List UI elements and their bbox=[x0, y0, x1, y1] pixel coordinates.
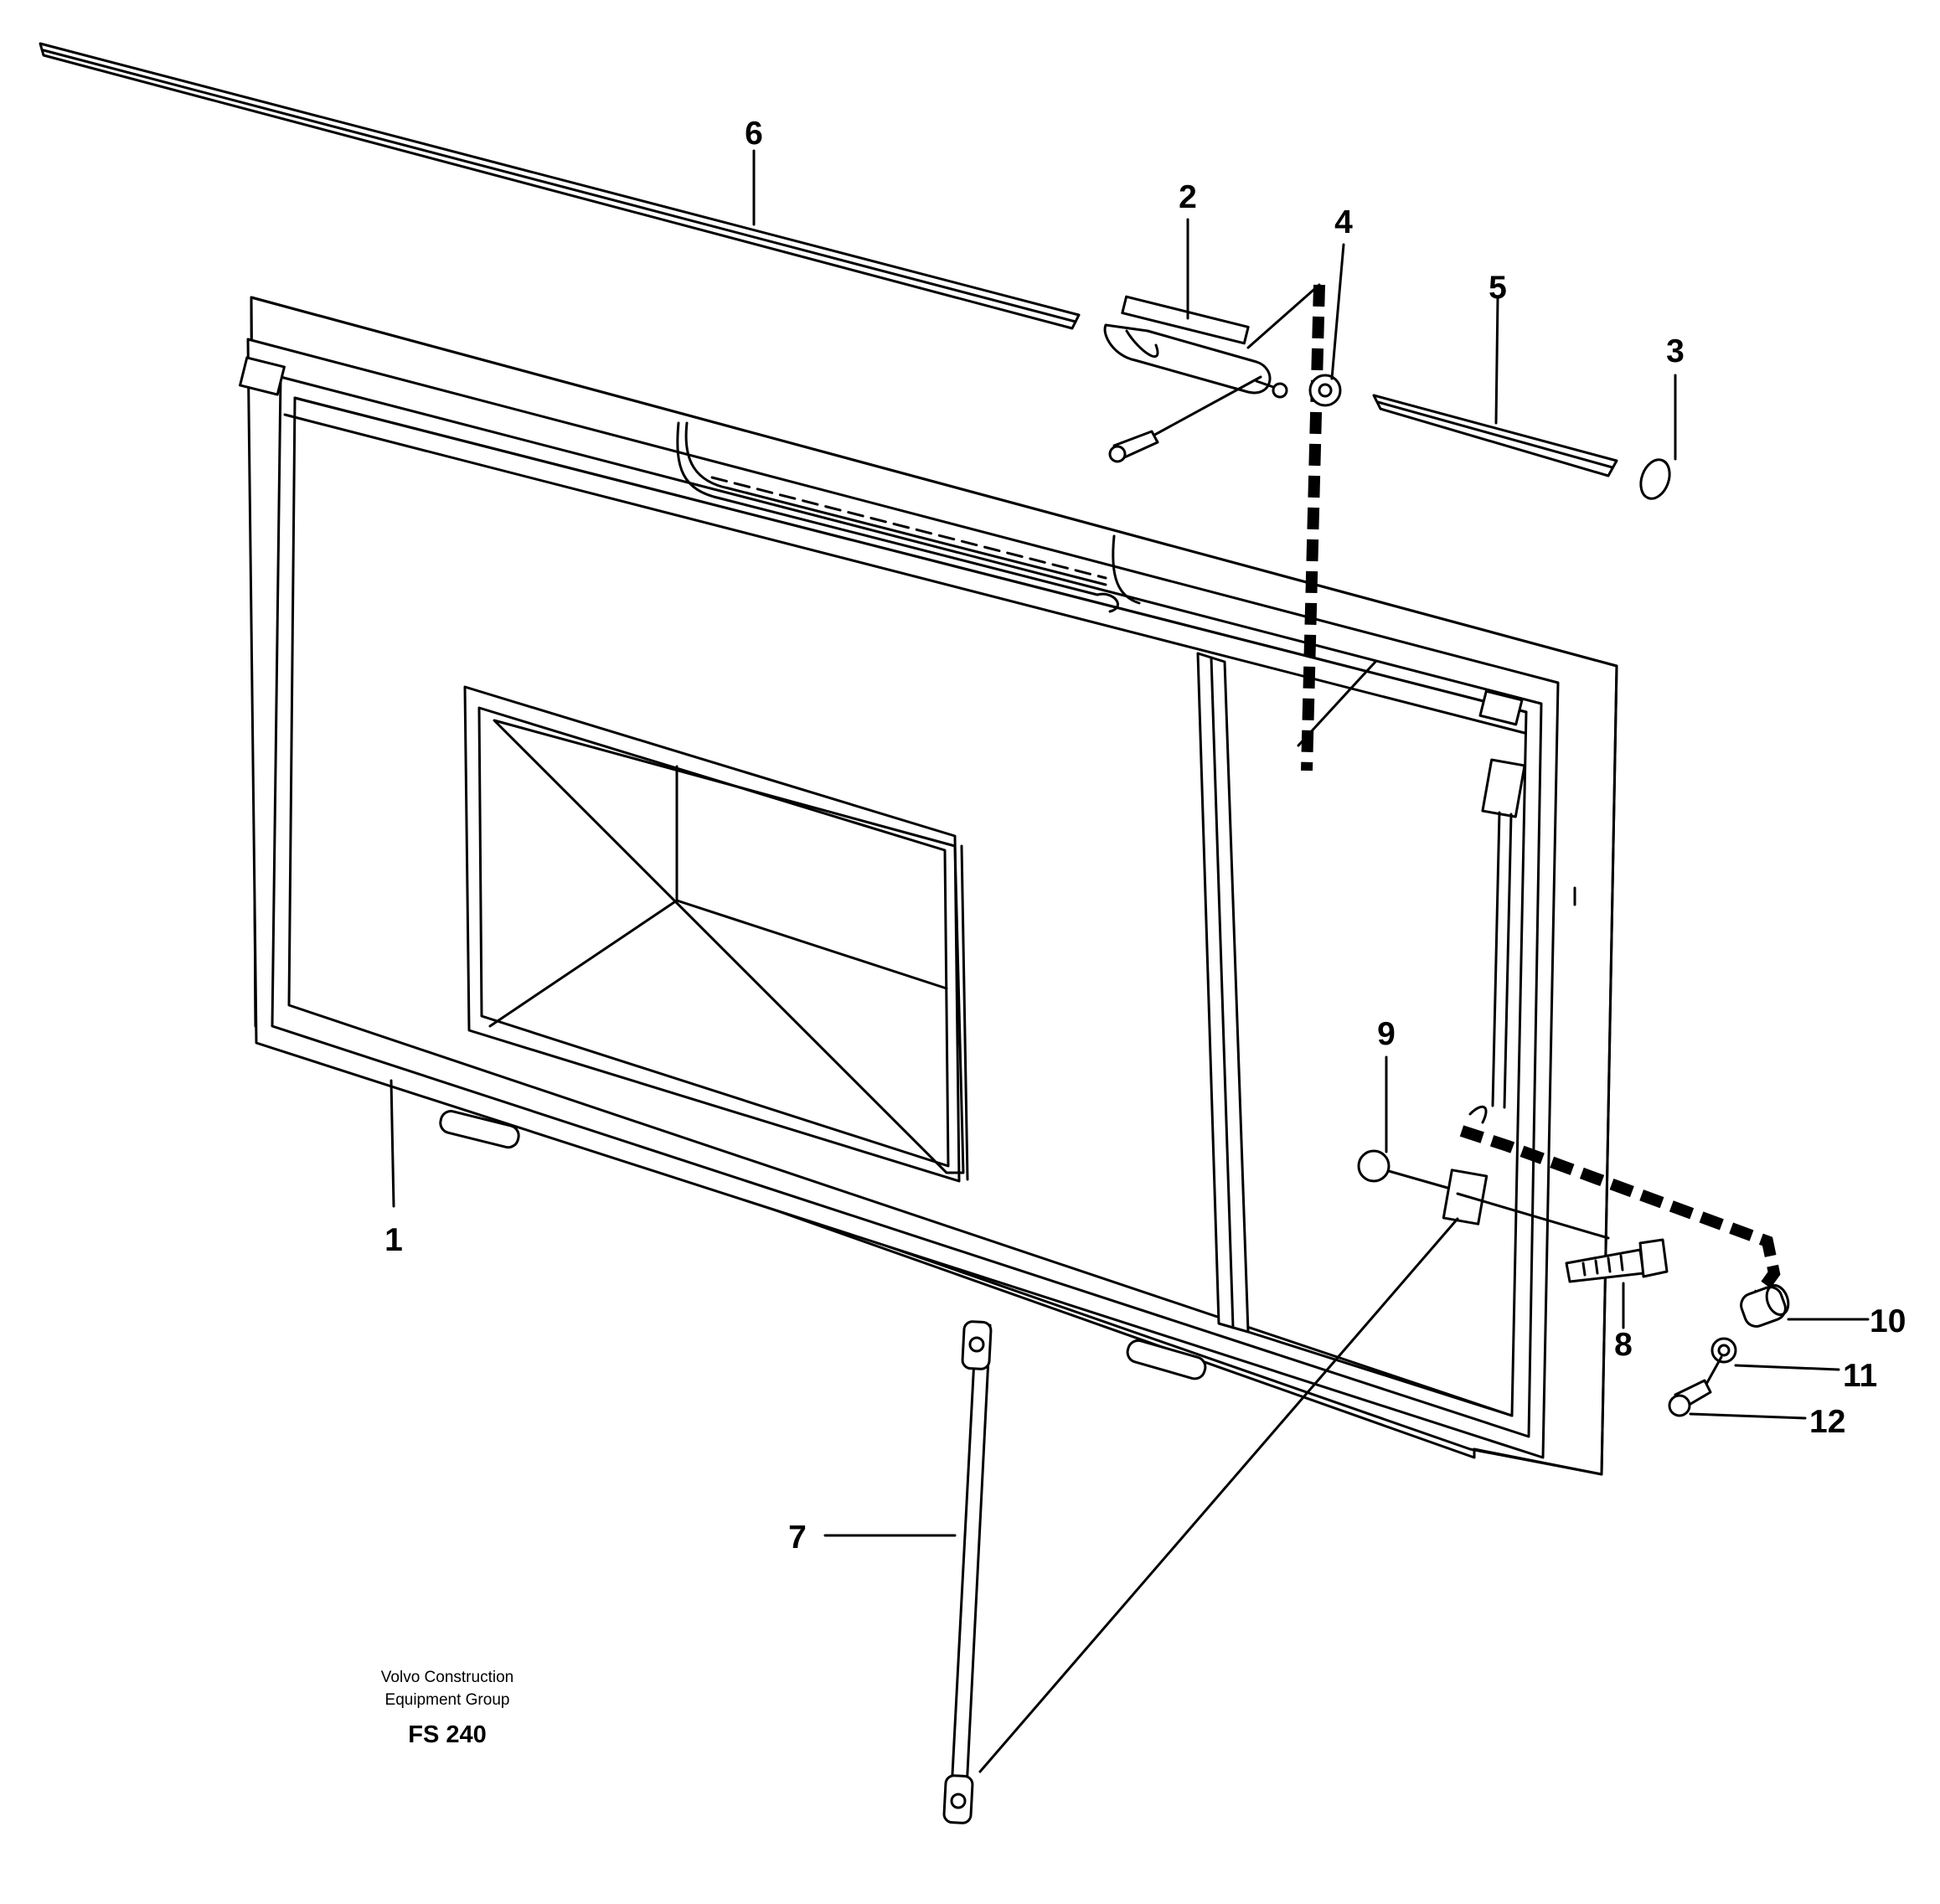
callout-10: 10 bbox=[1870, 1303, 1906, 1339]
part-4-nut bbox=[1308, 374, 1342, 407]
callout-labels: 6 2 4 5 3 1 9 8 10 11 12 7 bbox=[384, 116, 1906, 1556]
callout-5: 5 bbox=[1489, 270, 1507, 306]
right-lower-bracket bbox=[1442, 1105, 1610, 1240]
callout-9: 9 bbox=[1377, 1016, 1396, 1052]
dashed-guide-horizontal bbox=[1459, 1125, 1781, 1298]
footer-company-line2: Equipment Group bbox=[385, 1691, 510, 1709]
part-8-bolt bbox=[1565, 1238, 1669, 1283]
part-10-spacer bbox=[1740, 1284, 1790, 1328]
part-3-ring bbox=[1639, 458, 1671, 500]
callout-4: 4 bbox=[1334, 204, 1353, 240]
part-5-short-strip bbox=[1372, 394, 1618, 477]
part-11-washer bbox=[1710, 1337, 1737, 1364]
footer-code: FS 240 bbox=[408, 1721, 487, 1748]
callout-8: 8 bbox=[1614, 1327, 1633, 1363]
leader-lines bbox=[390, 149, 1870, 1537]
part-1-window-frame bbox=[239, 296, 1618, 1476]
callout-11: 11 bbox=[1843, 1358, 1877, 1394]
callout-3: 3 bbox=[1666, 333, 1685, 369]
footer: Volvo Construction Equipment Group FS 24… bbox=[381, 1669, 513, 1748]
part-9-nut bbox=[1357, 1149, 1455, 1191]
callout-6: 6 bbox=[745, 116, 763, 152]
part-12-screw bbox=[1668, 1355, 1723, 1417]
callout-1: 1 bbox=[384, 1222, 403, 1258]
part-6-seal-strip bbox=[39, 42, 1081, 330]
callout-12: 12 bbox=[1809, 1404, 1845, 1440]
footer-company-line1: Volvo Construction bbox=[381, 1669, 513, 1686]
callout-2: 2 bbox=[1179, 179, 1197, 215]
dashed-guide-vertical bbox=[1246, 283, 1325, 771]
part-2-hinge bbox=[1103, 295, 1288, 463]
part-7-link-arm bbox=[942, 1217, 1459, 1824]
callout-7: 7 bbox=[788, 1520, 807, 1556]
